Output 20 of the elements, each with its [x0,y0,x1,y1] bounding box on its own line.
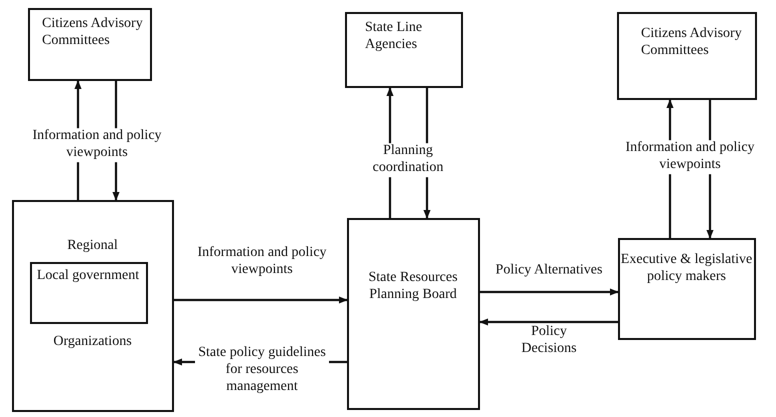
edge-label: Information and policy viewpoints [195,245,329,279]
process-box [28,8,152,81]
box-label: Citizens Advisory Committees [641,26,743,60]
box-label: Executive & legislative policy makers [620,252,753,286]
edge-label: State policy guidelines for resources management [195,344,329,396]
process-box [12,200,174,412]
nested-box [30,262,148,324]
arrow [479,318,618,326]
arrow [480,288,619,296]
process-box [347,218,480,410]
box-label: State Resources Planning Board [367,270,459,304]
box-label: Organizations [52,334,133,351]
process-box [617,12,757,100]
box-label: State Line Agencies [365,20,424,54]
process-box [345,12,463,88]
box-label: Regional [66,238,119,255]
box-label: Citizens Advisory Committees [42,16,144,50]
box-label: Local government [36,268,140,284]
process-box [618,238,756,340]
arrow [174,296,348,304]
